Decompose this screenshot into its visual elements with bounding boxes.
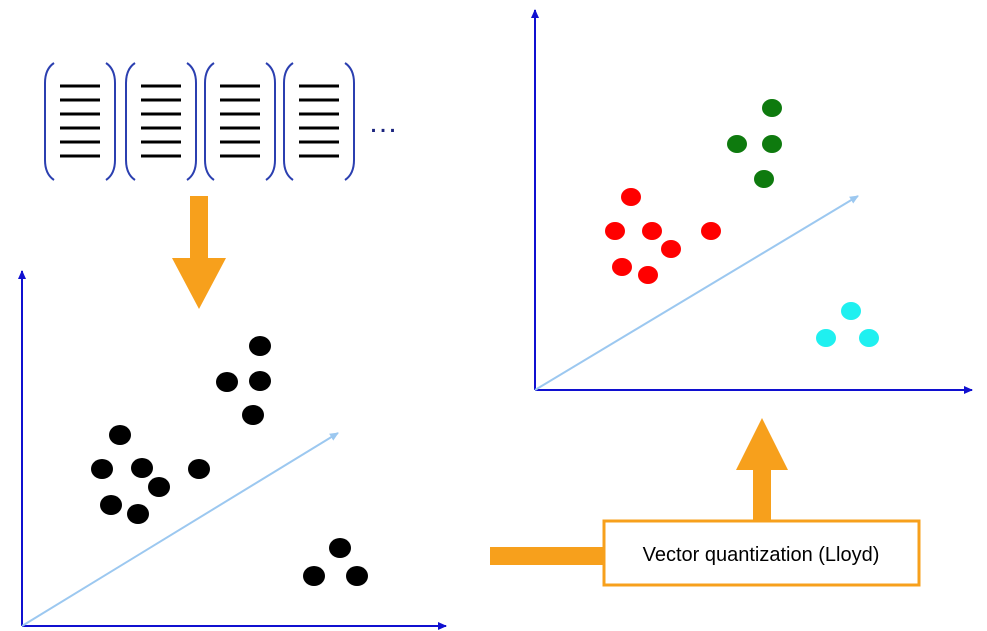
data-point (131, 458, 153, 478)
data-point (249, 371, 271, 391)
documents-ellipsis: … (368, 106, 398, 139)
direction-arrow (534, 195, 859, 391)
data-point (109, 425, 131, 445)
data-point (148, 477, 170, 497)
up-arrow-icon (736, 418, 788, 520)
data-point (188, 459, 210, 479)
document-icon (283, 62, 355, 181)
document-icon (204, 62, 276, 181)
data-point (346, 566, 368, 586)
data-point (249, 336, 271, 356)
red-cluster-point (612, 258, 632, 276)
cyan-cluster-point (816, 329, 836, 347)
cyan-cluster-point (841, 302, 861, 320)
red-cluster-point (642, 222, 662, 240)
quantized-scatter-plot (531, 9, 973, 394)
direction-arrow (21, 432, 339, 627)
green-cluster-point (727, 135, 747, 153)
red-cluster-point (605, 222, 625, 240)
green-cluster-point (754, 170, 774, 188)
red-cluster-point (661, 240, 681, 258)
document-icon (44, 62, 116, 181)
red-cluster-point (701, 222, 721, 240)
document-icon (125, 62, 197, 181)
green-cluster-point (762, 135, 782, 153)
document-stack (44, 62, 355, 181)
quantized-points (605, 99, 879, 347)
down-arrow-icon (172, 196, 226, 309)
right-arrow-icon (490, 547, 605, 565)
data-point (303, 566, 325, 586)
cyan-cluster-point (859, 329, 879, 347)
data-point (127, 504, 149, 524)
input-scatter-plot (18, 270, 447, 630)
data-point (242, 405, 264, 425)
data-point (216, 372, 238, 392)
data-point (91, 459, 113, 479)
unlabeled-points (91, 336, 368, 586)
red-cluster-point (638, 266, 658, 284)
red-cluster-point (621, 188, 641, 206)
process-label: Vector quantization (Lloyd) (643, 544, 880, 566)
data-point (329, 538, 351, 558)
green-cluster-point (762, 99, 782, 117)
data-point (100, 495, 122, 515)
process-label-box (602, 519, 921, 587)
